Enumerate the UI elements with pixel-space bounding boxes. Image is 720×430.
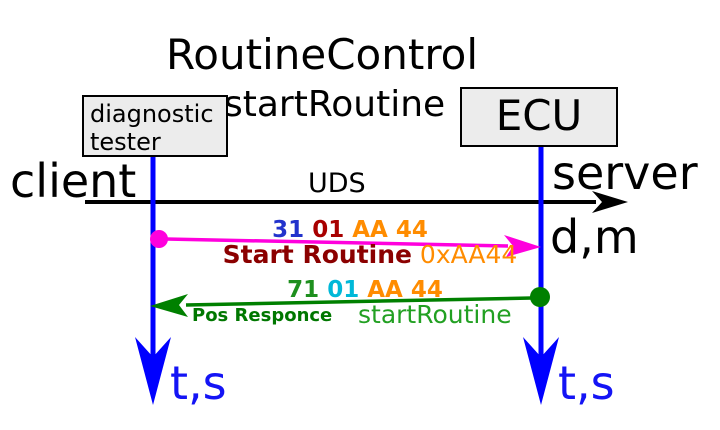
request-byte-routine-id: AA 44 <box>352 217 428 243</box>
page-subtitle: startRoutine <box>224 84 446 125</box>
response-arrow-line <box>185 296 533 307</box>
channel-arrowhead-icon <box>592 191 628 213</box>
response-bytes: 71 01 AA 44 <box>175 279 555 302</box>
response-arrowhead-icon <box>150 294 188 317</box>
server-actor-label: ECU <box>495 91 583 140</box>
client-role-label: client <box>10 154 137 208</box>
response-byte-sid: 71 <box>287 277 320 303</box>
response-byte-routine-id: AA 44 <box>367 277 443 303</box>
request-routine-id-label: 0xAA44 <box>419 240 518 269</box>
data-axis-label: d,m <box>550 210 639 264</box>
server-actor-box: ECU <box>460 87 618 147</box>
page-title: RoutineControl <box>166 30 479 79</box>
channel-label: UDS <box>308 168 366 199</box>
client-actor-label-line2: tester <box>90 128 161 157</box>
response-byte-subfunction: 01 <box>327 277 360 303</box>
response-origin-dot <box>530 287 550 307</box>
request-bytes: 31 01 AA 44 <box>160 219 540 242</box>
request-origin-dot <box>150 230 168 248</box>
request-arrowhead-icon <box>504 235 541 257</box>
client-actor-label-line1: diagnostic <box>90 100 214 128</box>
client-time-arrowhead-icon <box>135 337 171 405</box>
request-label-row: Start Routine 0xAA44 <box>185 242 555 267</box>
response-routine-name: startRoutine <box>358 300 512 329</box>
request-label: Start Routine <box>222 240 412 269</box>
client-time-axis-label: t,s <box>170 356 227 410</box>
client-actor-box: diagnostic tester <box>82 95 228 157</box>
server-time-axis-label: t,s <box>558 356 615 410</box>
request-arrow-line <box>165 237 509 248</box>
server-role-label: server <box>552 146 698 200</box>
server-time-arrowhead-icon <box>523 337 559 405</box>
response-label: Pos Responce <box>192 305 333 326</box>
request-byte-subfunction: 01 <box>312 217 345 243</box>
request-byte-sid: 31 <box>272 217 305 243</box>
